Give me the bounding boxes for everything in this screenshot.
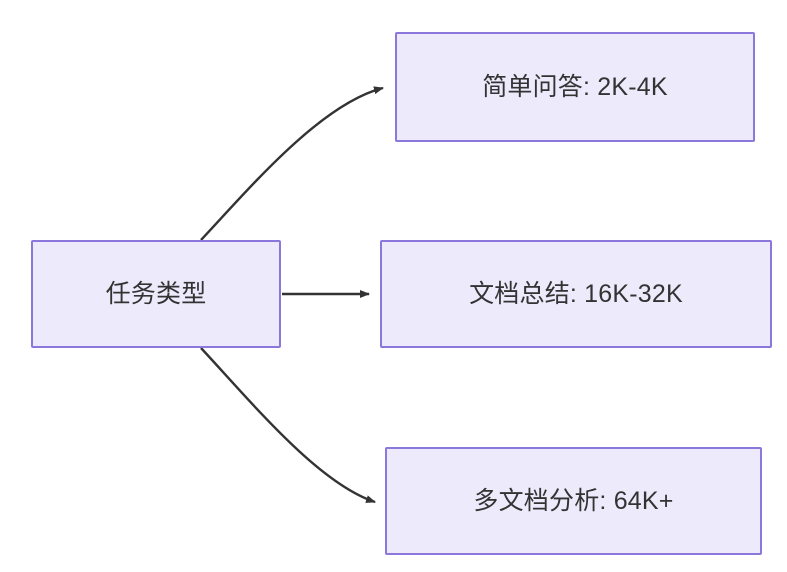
node-simple-qa-label: 简单问答: 2K-4K [482,73,668,101]
node-doc-summary[interactable]: 文档总结: 16K-32K [380,240,772,348]
node-simple-qa[interactable]: 简单问答: 2K-4K [395,32,755,142]
edge-to-simple-qa [200,86,384,241]
node-multi-doc-label: 多文档分析: 64K+ [473,487,674,515]
node-task-type-label: 任务类型 [105,280,207,308]
node-doc-summary-label: 文档总结: 16K-32K [469,280,683,308]
node-multi-doc[interactable]: 多文档分析: 64K+ [385,447,762,555]
edge-to-multi-doc [200,347,376,504]
node-task-type[interactable]: 任务类型 [31,240,281,348]
